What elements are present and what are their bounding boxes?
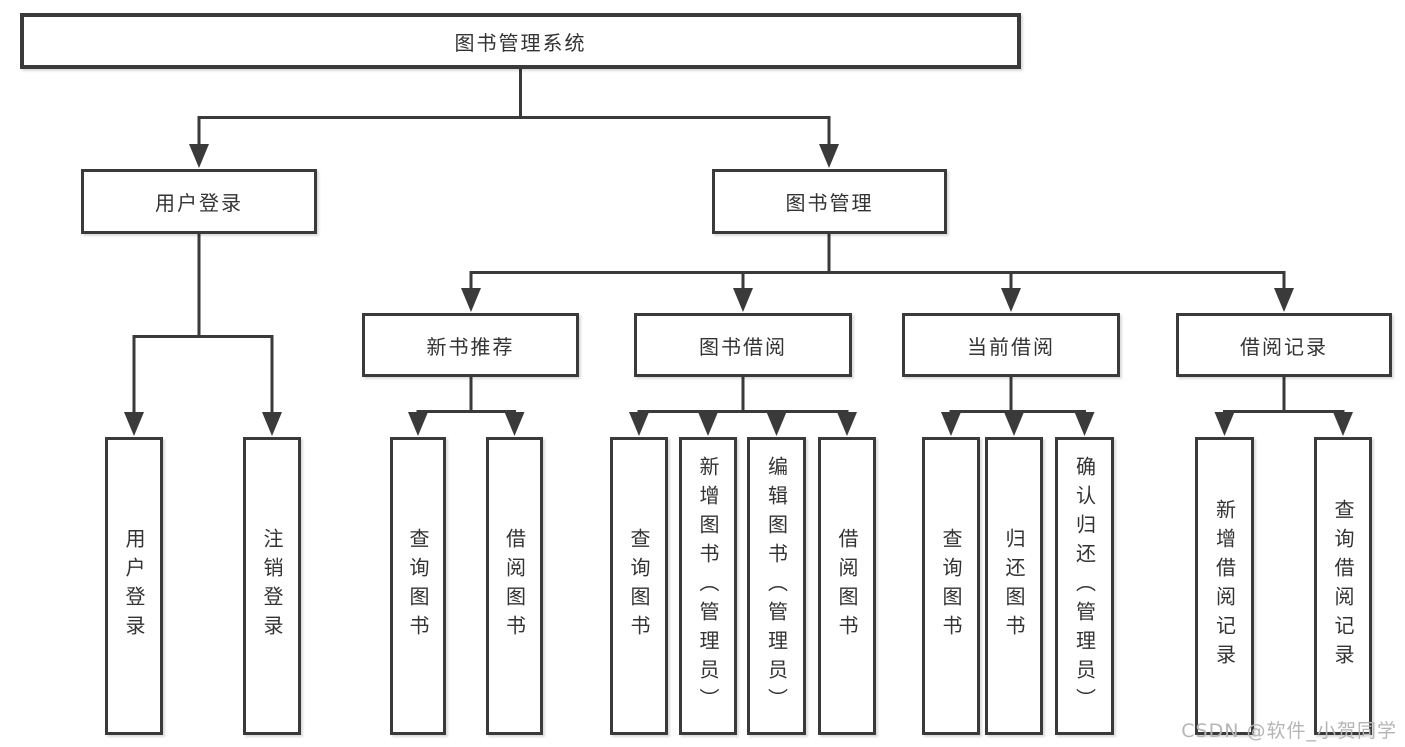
node-root-system: 图书管理系统 <box>20 13 1021 69</box>
leaf-confirm-return-admin: 确认归还（管理员） <box>1055 437 1114 735</box>
leaf-query-books-current-label: 查询图书 <box>939 528 963 644</box>
leaf-logout: 注销登录 <box>243 437 301 735</box>
leaf-query-borrow-record: 查询借阅记录 <box>1314 437 1372 735</box>
leaf-borrow-books-recommend-label: 借阅图书 <box>502 528 527 644</box>
leaf-logout-label: 注销登录 <box>260 528 284 644</box>
leaf-borrow-books: 借阅图书 <box>818 437 876 735</box>
leaf-query-books-borrowing-label: 查询图书 <box>627 528 651 644</box>
node-book-borrowing: 图书借阅 <box>634 313 852 377</box>
leaf-return-books-label: 归还图书 <box>1002 528 1026 644</box>
leaf-return-books: 归还图书 <box>985 437 1043 735</box>
leaf-borrow-books-label: 借阅图书 <box>835 528 859 644</box>
leaf-add-books-admin: 新增图书（管理员） <box>679 437 737 735</box>
leaf-add-borrow-record: 新增借阅记录 <box>1195 437 1254 735</box>
leaf-query-books-recommend-label: 查询图书 <box>406 528 430 644</box>
leaf-edit-books-admin: 编辑图书（管理员） <box>747 437 806 735</box>
leaf-user-login: 用户登录 <box>105 437 163 735</box>
leaf-user-login-label: 用户登录 <box>122 528 146 644</box>
node-current-borrowing: 当前借阅 <box>902 313 1120 377</box>
node-new-book-recommend: 新书推荐 <box>362 313 579 377</box>
leaf-query-books-borrowing: 查询图书 <box>610 437 668 735</box>
leaf-query-books-current: 查询图书 <box>922 437 980 735</box>
leaf-edit-books-admin-label: 编辑图书（管理员） <box>764 455 789 717</box>
leaf-add-borrow-record-label: 新增借阅记录 <box>1212 499 1237 673</box>
node-user-login-branch: 用户登录 <box>81 169 317 234</box>
node-book-management-branch: 图书管理 <box>712 169 947 234</box>
leaf-borrow-books-recommend: 借阅图书 <box>486 437 543 735</box>
leaf-add-books-admin-label: 新增图书（管理员） <box>696 455 720 717</box>
node-borrow-records: 借阅记录 <box>1176 313 1392 377</box>
csdn-watermark: CSDN @软件_小贺同学 <box>1181 720 1397 742</box>
leaf-confirm-return-admin-label: 确认归还（管理员） <box>1072 455 1097 717</box>
leaf-query-books-recommend: 查询图书 <box>390 437 446 735</box>
leaf-query-borrow-record-label: 查询借阅记录 <box>1331 499 1355 673</box>
